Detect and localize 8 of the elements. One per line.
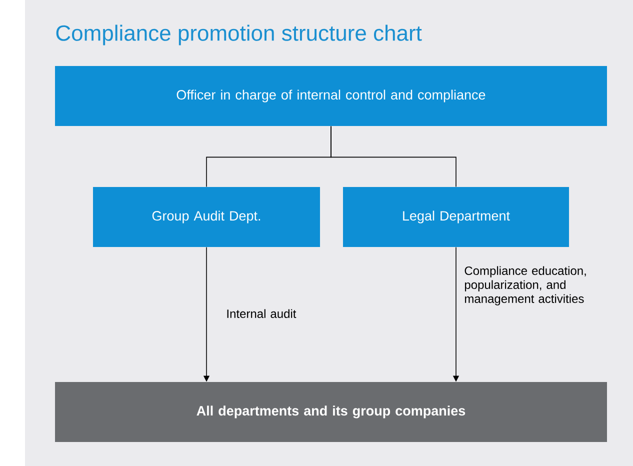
edge-label: Internal audit bbox=[227, 309, 296, 318]
process-box: All departments and its group companies bbox=[55, 382, 607, 442]
process-box: Group Audit Dept. bbox=[93, 187, 320, 247]
title: Compliance promotion structure chart bbox=[56, 24, 422, 46]
process-box: Officer in charge of internal control and compliance bbox=[55, 66, 607, 126]
process-box: Legal Department bbox=[343, 187, 569, 247]
edge-label: Compliance education, popularization, and management activities bbox=[464, 266, 586, 306]
connector-line bbox=[330, 126, 456, 188]
